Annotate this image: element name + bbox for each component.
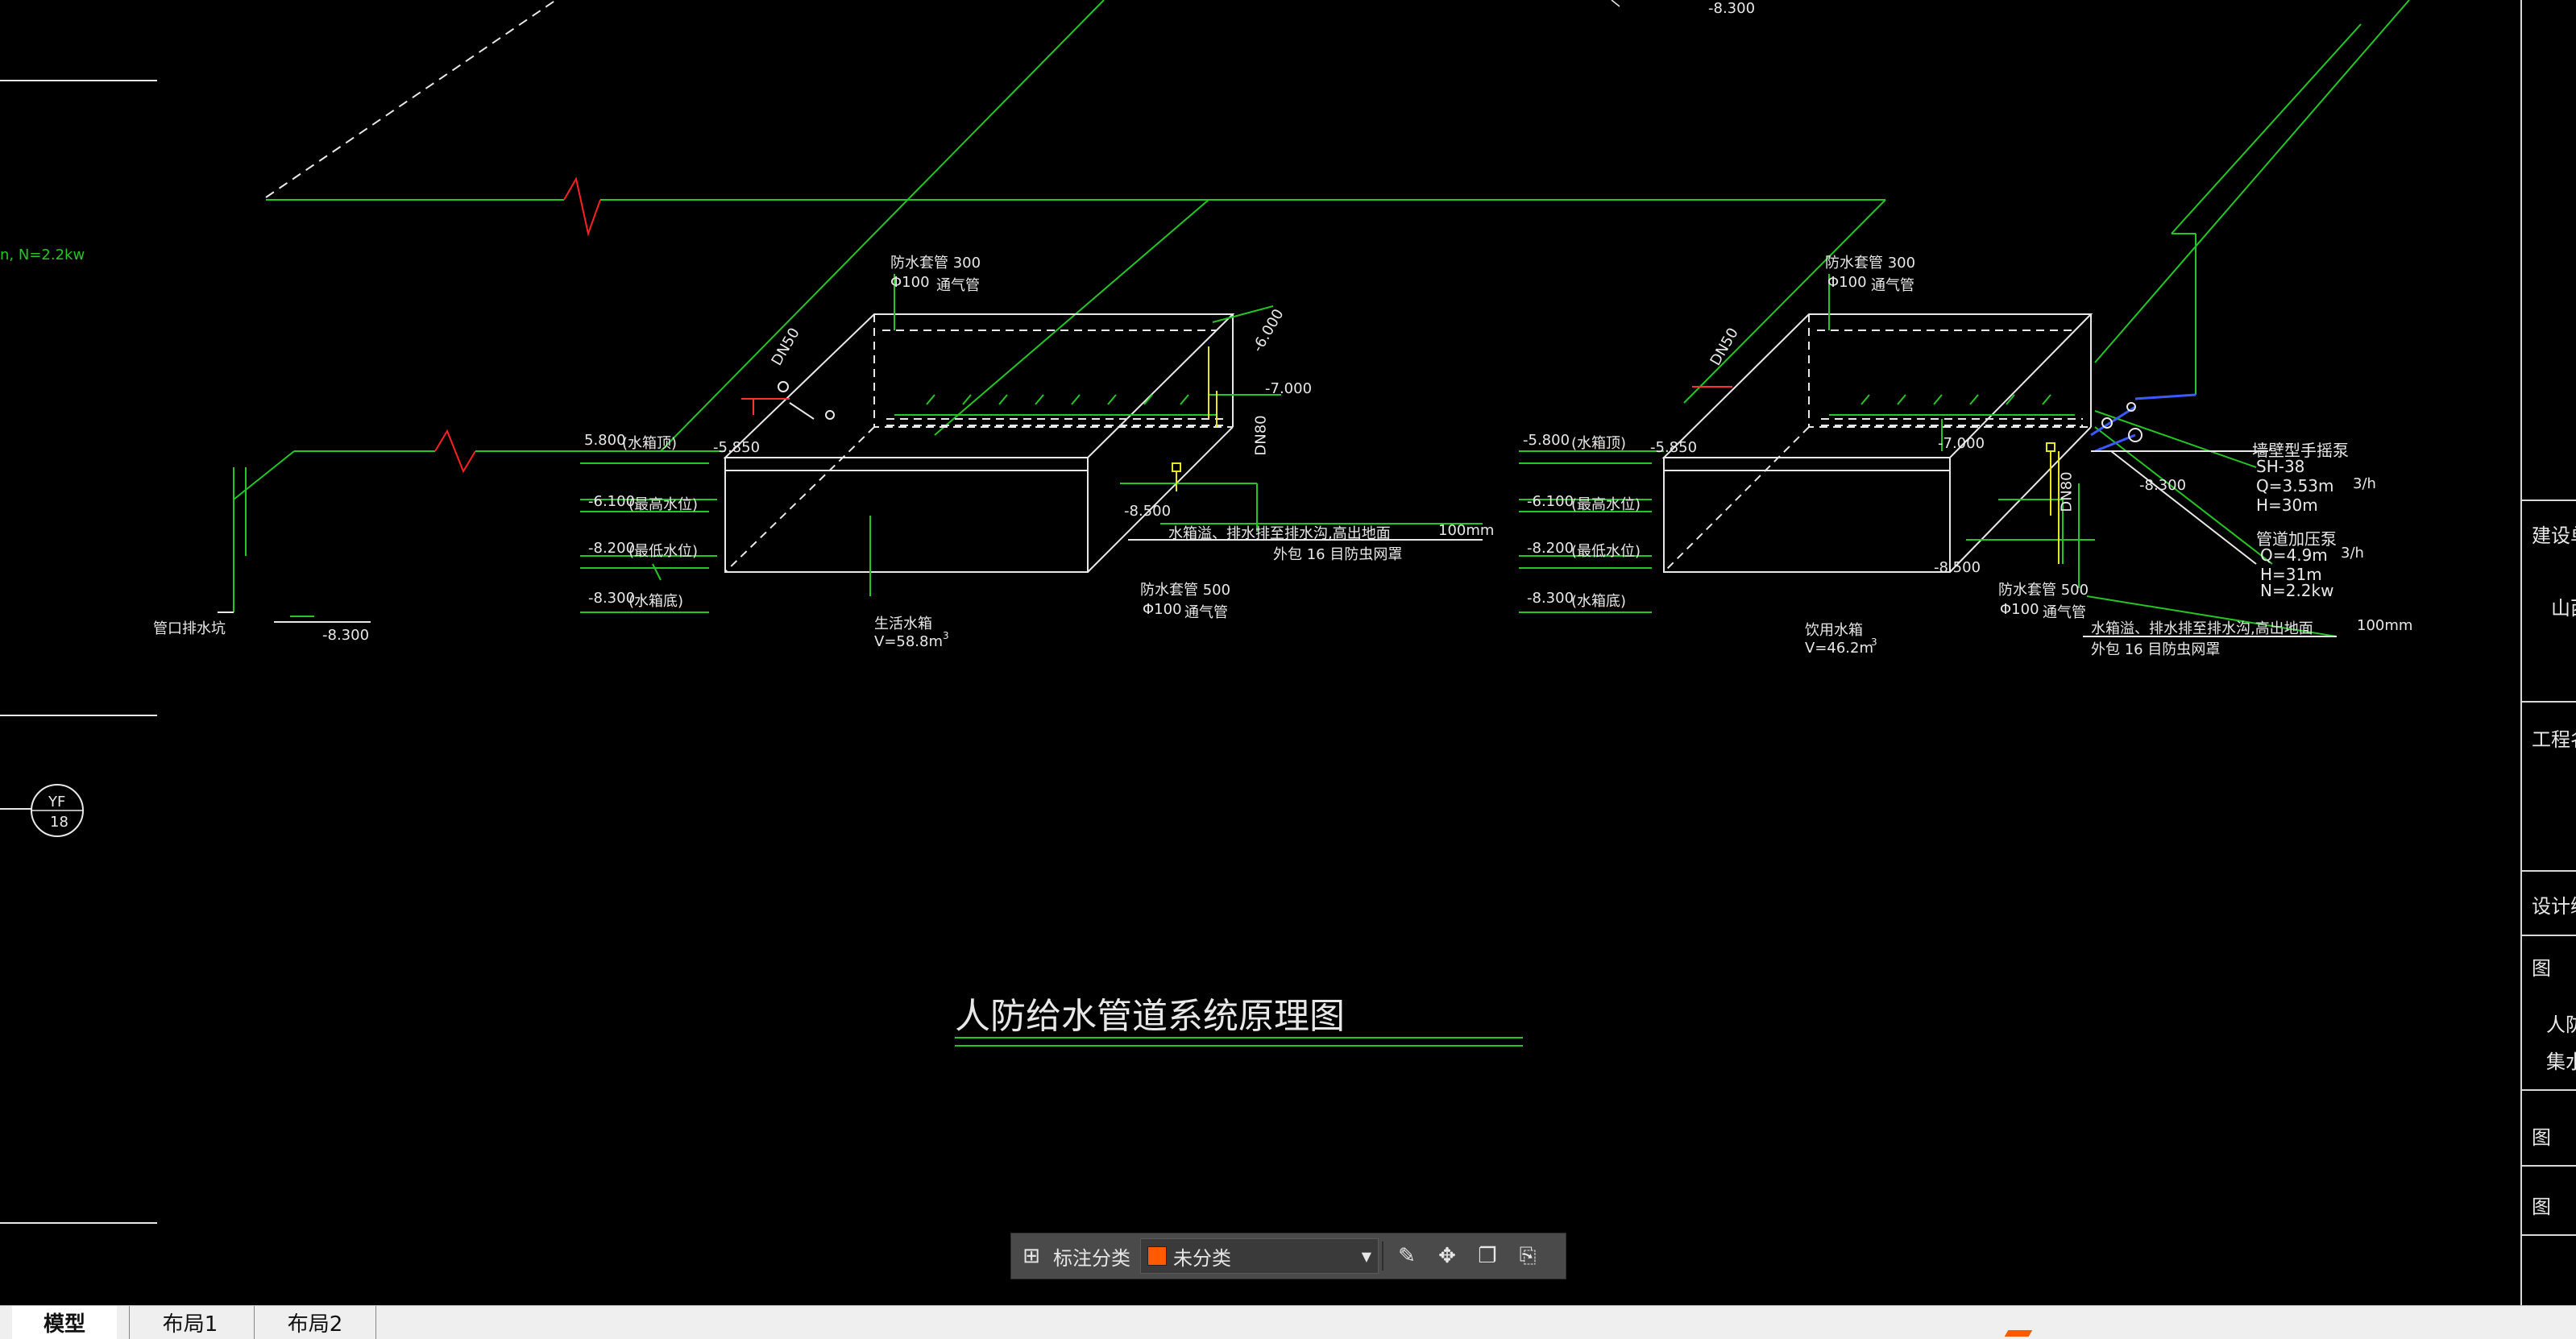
drawing-lines — [0, 0, 2410, 1224]
tab-layout2[interactable]: 布局2 — [254, 1306, 376, 1339]
left-elev-3-note: (最低水位) — [628, 543, 699, 560]
left-elev-inlet: 5.800 — [584, 432, 626, 449]
left-tank-top-pipe-label: 通气管 — [936, 277, 980, 294]
category-color-swatch — [1147, 1246, 1167, 1266]
hand-pump-title: 墙壁型手摇泵 — [2252, 441, 2349, 460]
left-elev-right: -7.000 — [1265, 380, 1313, 397]
right-tank-side-dn: DN80 — [2058, 471, 2076, 512]
tab-layout1[interactable]: 布局1 — [129, 1306, 251, 1339]
right-tank-bottom-pipe-dia: Φ100 — [2000, 601, 2039, 618]
pipe-pump-title: 管道加压泵 — [2256, 529, 2337, 549]
left-tank-bottom-pipe-label: 通气管 — [1184, 604, 1228, 621]
right-tank-top-pipe-dia: Φ100 — [1827, 274, 1867, 291]
right-elev-2-note: (最高水位) — [1571, 496, 1641, 513]
left-drain-note: 水箱溢、排水排至排水沟,高出地面 — [1168, 525, 1391, 542]
titleblock-client-value: 山西 — [2551, 597, 2576, 620]
right-elev-4: -8.300 — [1527, 590, 1574, 607]
right-elev-3-note: (最低水位) — [1571, 543, 1641, 560]
titleblock-design-no: 设计编 — [2532, 895, 2576, 918]
right-tank-volume: V=46.2m — [1805, 640, 1874, 657]
layout-tab-bar: 模型 布局1 布局2 — [0, 1305, 2576, 1339]
titleblock-row6: 图 — [2532, 1196, 2551, 1218]
titleblock-drawing-name-1: 人防 — [2546, 1014, 2576, 1036]
annotation-category-label: 标注分类 — [1053, 1246, 1130, 1270]
titleblock-drawing-name-2: 集水 — [2546, 1051, 2576, 1073]
right-drain-height: 100mm — [2357, 617, 2413, 634]
left-tank-bottom-pipe-len: 防水套管 500 — [1140, 582, 1231, 599]
left-drain-height: 100mm — [1438, 522, 1495, 539]
right-elev-right: -7.000 — [1938, 435, 1985, 452]
right-drain-note: 水箱溢、排水排至排水沟,高出地面 — [2091, 620, 2313, 637]
right-elev-inlet: -5.800 — [1523, 432, 1570, 449]
annotation-category-select[interactable]: 未分类 ▼ — [1140, 1238, 1379, 1274]
axis-bubble-bottom: 18 — [50, 814, 68, 831]
drawing-canvas[interactable]: 人防给水管道系统原理图 n, N=2.2kw 管口排水坑 -8.300 YF 1… — [0, 0, 2576, 1305]
grid-icon[interactable]: ⊞ — [1023, 1244, 1040, 1268]
hand-pump-q-unit: 3/h — [2353, 475, 2376, 492]
left-tank-volume: V=58.8m — [874, 633, 944, 650]
right-tank-top-pipe-label: 通气管 — [1871, 277, 1914, 294]
right-elev-bottom: -8.500 — [1934, 559, 1981, 576]
left-tank-bottom-pipe-dia: Φ100 — [1143, 601, 1182, 618]
pipe-pump-q-unit: 3/h — [2341, 545, 2364, 562]
titleblock-client: 建设单 — [2532, 524, 2576, 547]
right-elev-3: -8.200 — [1527, 540, 1574, 557]
right-elev-inlet-note: (水箱顶) — [1571, 435, 1627, 452]
move-icon[interactable]: ✥ — [1438, 1244, 1456, 1268]
left-elev-2-note: (最高水位) — [628, 496, 699, 513]
left-drain-note2: 外包 16 目防虫网罩 — [1273, 546, 1403, 563]
toolbar-separator — [1382, 1242, 1383, 1271]
left-tank-side-dn: DN80 — [1252, 415, 1270, 456]
left-tank-name: 生活水箱 — [874, 616, 932, 632]
hand-pump-h: H=30m — [2256, 495, 2318, 515]
titleblock-drawing: 图 — [2532, 957, 2551, 980]
hand-pump-model: SH-38 — [2256, 457, 2305, 476]
titleblock-project: 工程名 — [2532, 728, 2576, 751]
pipe-pump-n: N=2.2kw — [2260, 581, 2334, 600]
cursor-mark — [2004, 1330, 2033, 1337]
left-elev-4: -8.300 — [588, 590, 636, 607]
edit-icon[interactable]: ✎ — [1398, 1244, 1416, 1268]
right-tank-top-pipe-len: 防水套管 300 — [1825, 255, 1916, 272]
right-tank-bottom-pipe-label: 通气管 — [2043, 604, 2086, 621]
outlet-label: 管口排水坑 — [153, 620, 226, 637]
drawing-title: 人防给水管道系统原理图 — [955, 996, 1345, 1037]
left-elev-1: -5.850 — [713, 439, 761, 456]
right-tank-volume-unit: 3 — [1871, 636, 1877, 648]
right-elev-4-note: (水箱底) — [1571, 593, 1627, 610]
pipe-pump-q: Q=4.9m — [2260, 545, 2328, 565]
top-elevation: -8.300 — [1708, 0, 1756, 17]
tab-model[interactable]: 模型 — [12, 1306, 117, 1339]
right-elev-far: -8.300 — [2139, 477, 2187, 494]
hand-pump-q: Q=3.53m — [2256, 476, 2334, 495]
pipe-pump-h: H=31m — [2260, 565, 2322, 584]
title-block: 建设单 山西 工程名 设计编 图 人防 集水 图 图 — [2520, 0, 2576, 1305]
left-elev-4-note: (水箱底) — [628, 593, 684, 610]
left-elev-2: -6.100 — [588, 493, 636, 510]
annotation-category-value: 未分类 — [1173, 1246, 1231, 1270]
right-tank-name: 饮用水箱 — [1805, 622, 1863, 639]
outlet-elevation: -8.300 — [322, 627, 370, 644]
right-elev-2: -6.100 — [1527, 493, 1574, 510]
titleblock-row5: 图 — [2532, 1126, 2551, 1149]
paste-icon[interactable]: ⎘ — [1519, 1243, 1537, 1268]
annotation-toolbar: ⊞ 标注分类 未分类 ▼ ✎ ✥ ❐ ⎘ — [1010, 1233, 1566, 1279]
left-tank-volume-unit: 3 — [943, 630, 949, 641]
right-tank-bottom-pipe-len: 防水套管 500 — [1998, 582, 2089, 599]
left-elev-inlet-note: (水箱顶) — [622, 435, 678, 452]
left-elev-drain: -8.500 — [1124, 503, 1172, 520]
left-tank-top-pipe-len: 防水套管 300 — [890, 255, 981, 272]
right-drain-note2: 外包 16 目防虫网罩 — [2091, 641, 2221, 658]
left-tank-top-pipe-dia: Φ100 — [890, 274, 930, 291]
chevron-down-icon: ▼ — [1361, 1248, 1371, 1264]
axis-bubble-top: YF — [48, 794, 66, 810]
pump-power-note: n, N=2.2kw — [0, 247, 85, 263]
left-elev-3: -8.200 — [588, 540, 636, 557]
copy-icon[interactable]: ❐ — [1478, 1244, 1497, 1268]
right-elev-1: -5.850 — [1650, 439, 1698, 456]
